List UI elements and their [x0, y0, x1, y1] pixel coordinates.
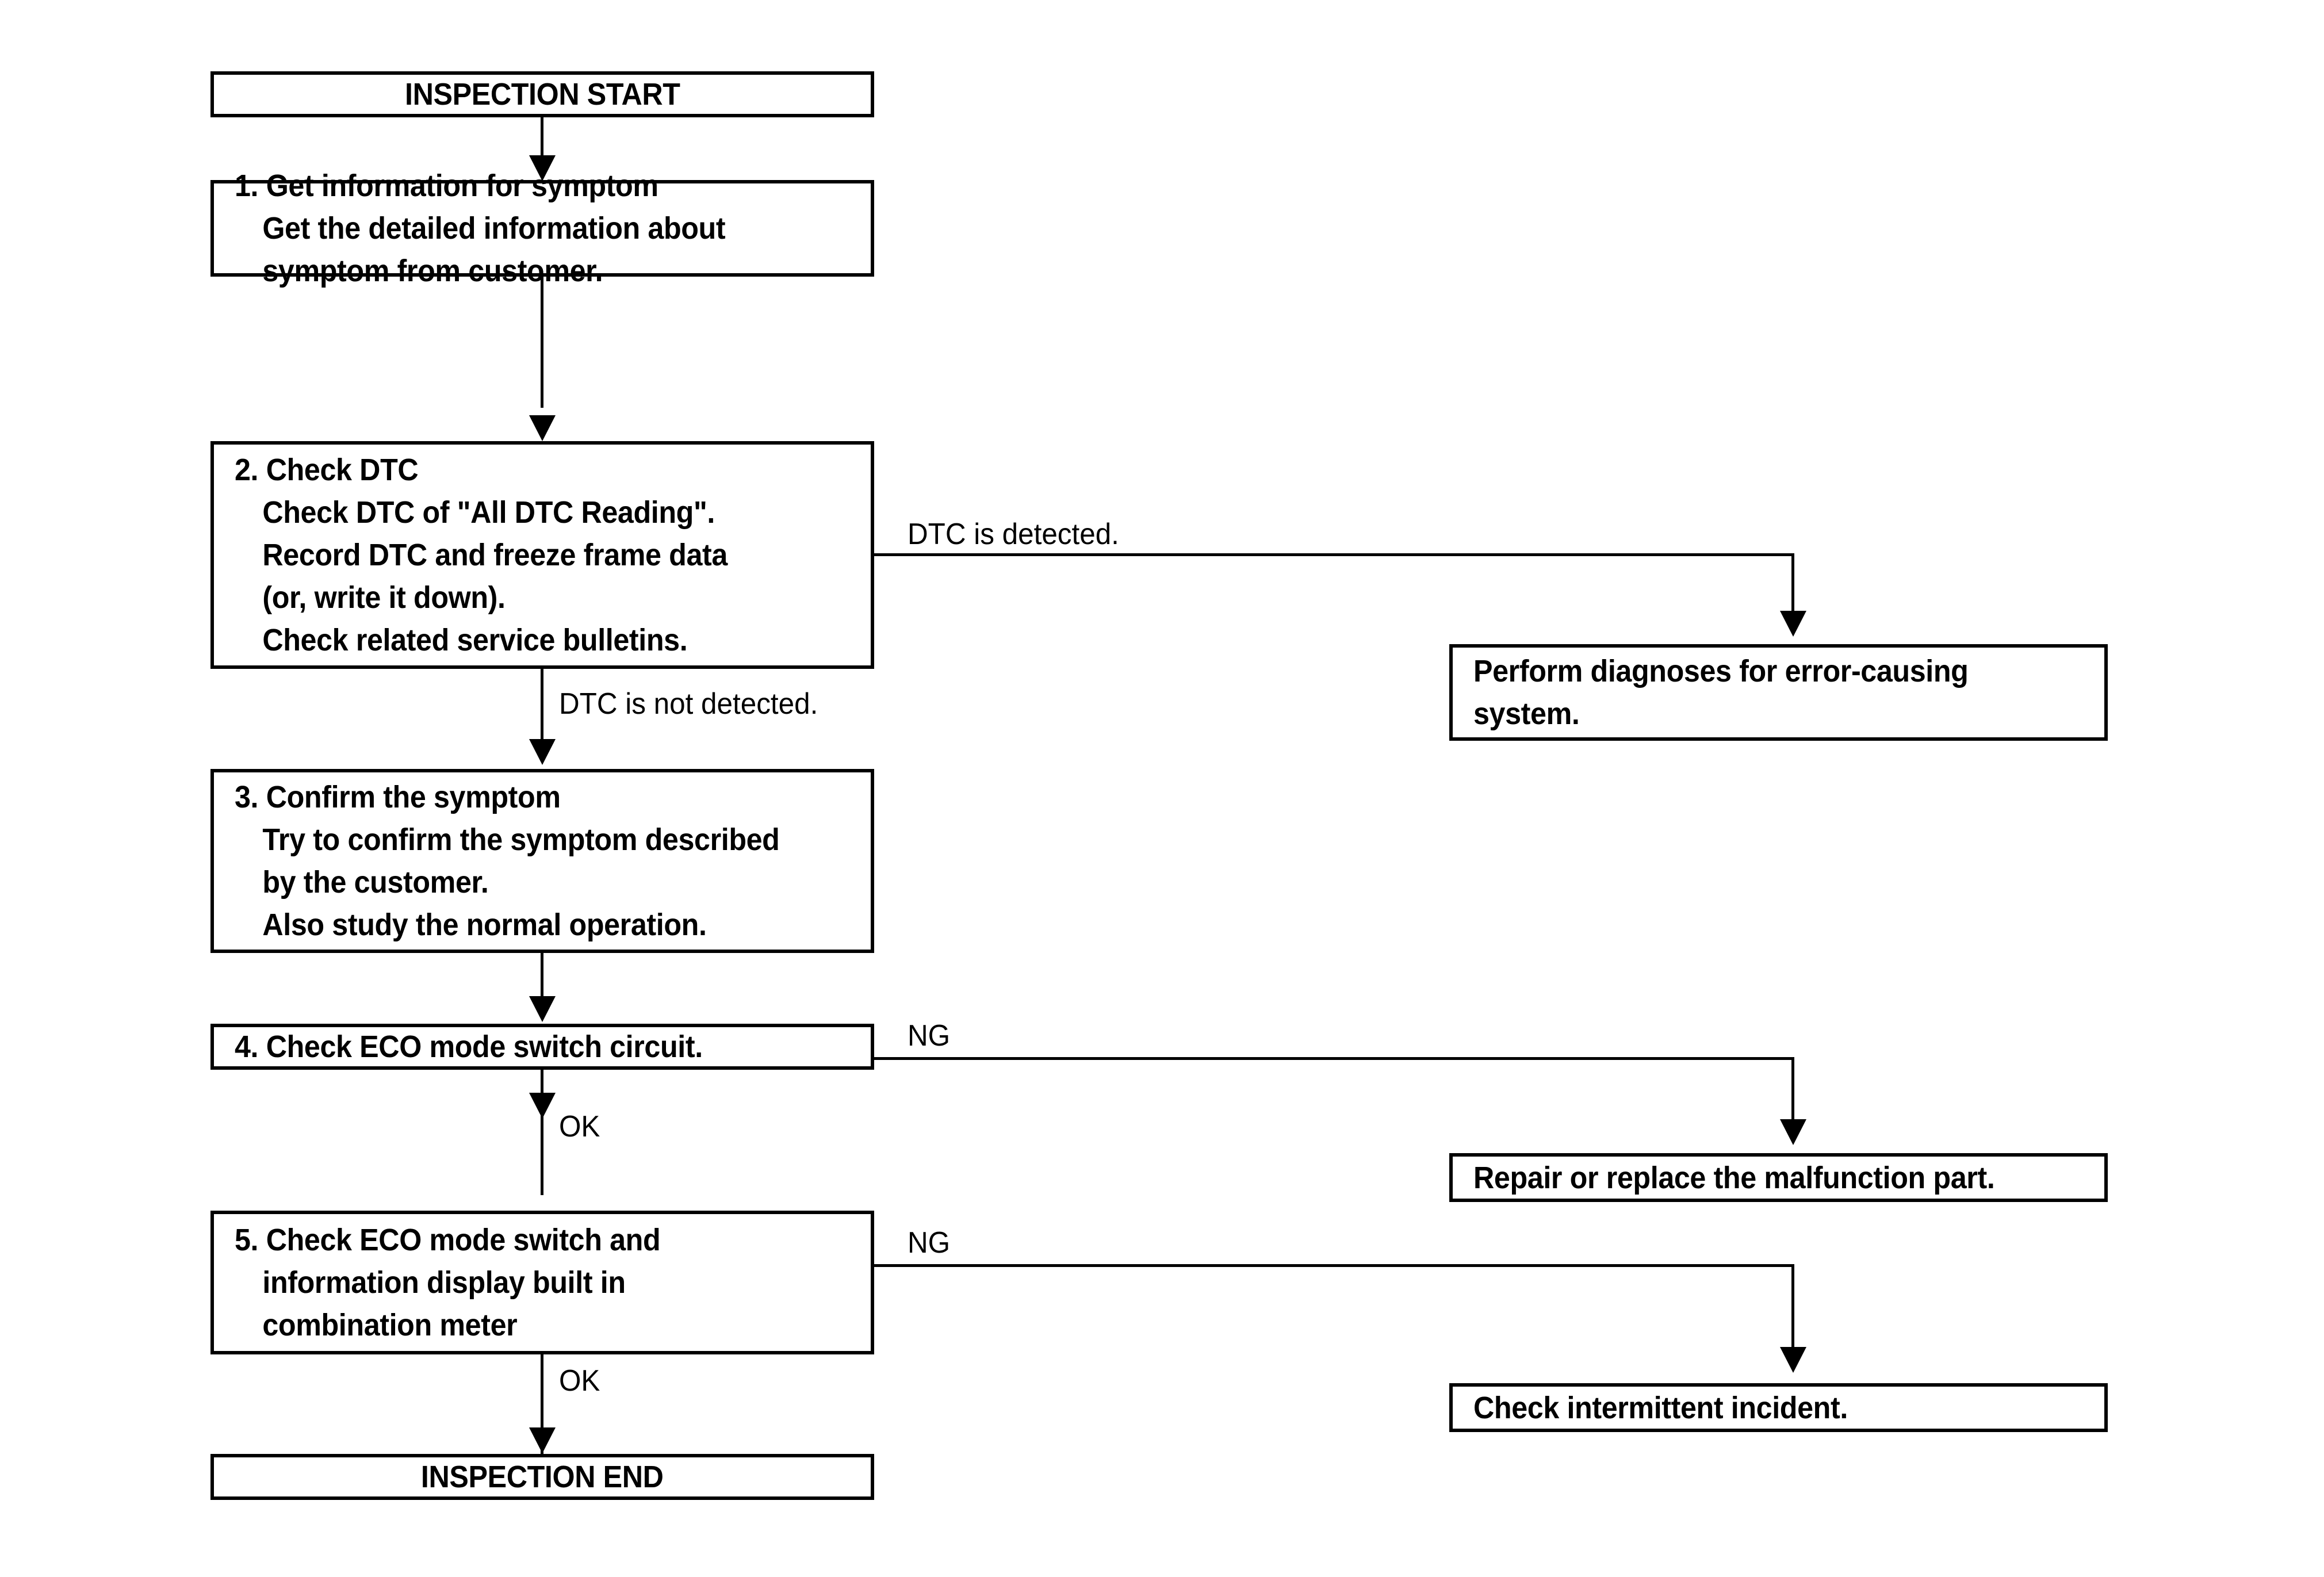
node-step-3-heading: 3. Confirm the symptom [235, 780, 561, 814]
node-step-5-line-1: information display built in [262, 1265, 626, 1300]
node-check-intermittent-text: Check intermittent incident. [1453, 1387, 2104, 1429]
arrowhead-step4-to-repair [1780, 1119, 1806, 1145]
node-perform-diagnoses-line-1: Perform diagnoses for error-causing [1473, 654, 1969, 688]
node-step-5: 5. Check ECO mode switch and information… [210, 1211, 874, 1354]
node-check-intermittent-label: Check intermittent incident. [1473, 1390, 1848, 1425]
edge-label-ng-step5: NG [908, 1226, 951, 1260]
arrowhead-step5-to-end [529, 1427, 556, 1453]
node-step-1-text: 1. Get information for symptom Get the d… [214, 169, 871, 288]
node-step-3-line-1: Try to confirm the symptom described [262, 822, 780, 857]
node-step-2-line-4: Check related service bulletins. [262, 623, 688, 657]
connector-step4-to-repair-vertical [1791, 1057, 1794, 1121]
node-check-intermittent: Check intermittent incident. [1449, 1383, 2108, 1432]
node-inspection-end-text: INSPECTION END [214, 1457, 871, 1496]
node-step-2-line-1: Check DTC of "All DTC Reading". [262, 495, 715, 530]
node-step-2-text: 2. Check DTC Check DTC of "All DTC Readi… [214, 445, 871, 665]
node-step-1-line-1: Get the detailed information about [262, 211, 726, 246]
connector-step3-to-step4 [541, 953, 543, 998]
node-inspection-start-label: INSPECTION START [404, 77, 680, 112]
edge-label-ok-step4: OK [559, 1110, 600, 1143]
arrowhead-start-to-step1 [529, 155, 556, 181]
node-step-3: 3. Confirm the symptom Try to confirm th… [210, 769, 874, 953]
arrowhead-step3-to-step4 [529, 996, 556, 1022]
connector-step5-to-intermittent-vertical [1791, 1264, 1794, 1349]
node-perform-diagnoses: Perform diagnoses for error-causing syst… [1449, 644, 2108, 741]
node-step-2-heading: 2. Check DTC [235, 453, 419, 487]
arrowhead-step2-to-perform [1780, 611, 1806, 637]
arrowhead-step5-to-intermittent [1780, 1347, 1806, 1373]
connector-step5-to-intermittent-horizontal [874, 1264, 1794, 1267]
node-step-1: 1. Get information for symptom Get the d… [210, 169, 874, 288]
node-repair-replace: Repair or replace the malfunction part. [1449, 1153, 2108, 1202]
edge-label-ng-step4: NG [908, 1019, 951, 1052]
connector-step2-to-step3 [541, 669, 543, 741]
node-step-2-line-3: (or, write it down). [262, 580, 506, 615]
edge-label-dtc-not-detected: DTC is not detected. [559, 687, 818, 721]
node-step-4-heading: 4. Check ECO mode switch circuit. [235, 1029, 703, 1064]
node-step-3-line-2: by the customer. [262, 865, 489, 899]
node-step-5-heading: 5. Check ECO mode switch and [235, 1223, 661, 1257]
node-inspection-start-text: INSPECTION START [214, 75, 871, 114]
connector-step4-to-step5 [541, 1070, 543, 1195]
node-inspection-end: INSPECTION END [210, 1454, 874, 1500]
arrowhead-step2-to-step3 [529, 739, 556, 765]
node-perform-diagnoses-text: Perform diagnoses for error-causing syst… [1453, 648, 2104, 737]
connector-step1-to-step2 [541, 277, 543, 408]
node-step-4: 4. Check ECO mode switch circuit. [210, 1024, 874, 1070]
connector-step2-to-perform-horizontal [874, 553, 1794, 556]
connector-step4-to-repair-horizontal [874, 1057, 1794, 1060]
edge-label-dtc-detected: DTC is detected. [908, 518, 1119, 551]
node-step-3-line-3: Also study the normal operation. [262, 908, 707, 942]
node-step-1-heading: 1. Get information for symptom [235, 169, 658, 203]
node-repair-replace-text: Repair or replace the malfunction part. [1453, 1157, 2104, 1199]
node-step-5-line-2: combination meter [262, 1308, 518, 1342]
node-step-3-text: 3. Confirm the symptom Try to confirm th… [214, 772, 871, 950]
connector-step2-to-perform-vertical [1791, 553, 1794, 613]
edge-label-ok-step5: OK [559, 1364, 600, 1398]
node-inspection-start: INSPECTION START [210, 71, 874, 117]
node-step-1-line-2: symptom from customer. [262, 254, 603, 288]
connector-step5-to-end [541, 1354, 543, 1459]
node-step-4-text: 4. Check ECO mode switch circuit. [214, 1027, 871, 1066]
node-inspection-end-label: INSPECTION END [421, 1460, 664, 1494]
arrowhead-step1-to-step2 [529, 415, 556, 441]
connector-start-to-step1 [541, 117, 543, 158]
node-perform-diagnoses-line-2: system. [1473, 696, 1580, 731]
node-step-2-line-2: Record DTC and freeze frame data [262, 538, 728, 572]
node-repair-replace-label: Repair or replace the malfunction part. [1473, 1160, 1995, 1195]
node-step-5-text: 5. Check ECO mode switch and information… [214, 1214, 871, 1351]
arrowhead-step4-to-step5 [529, 1093, 556, 1119]
node-step-2: 2. Check DTC Check DTC of "All DTC Readi… [210, 441, 874, 669]
